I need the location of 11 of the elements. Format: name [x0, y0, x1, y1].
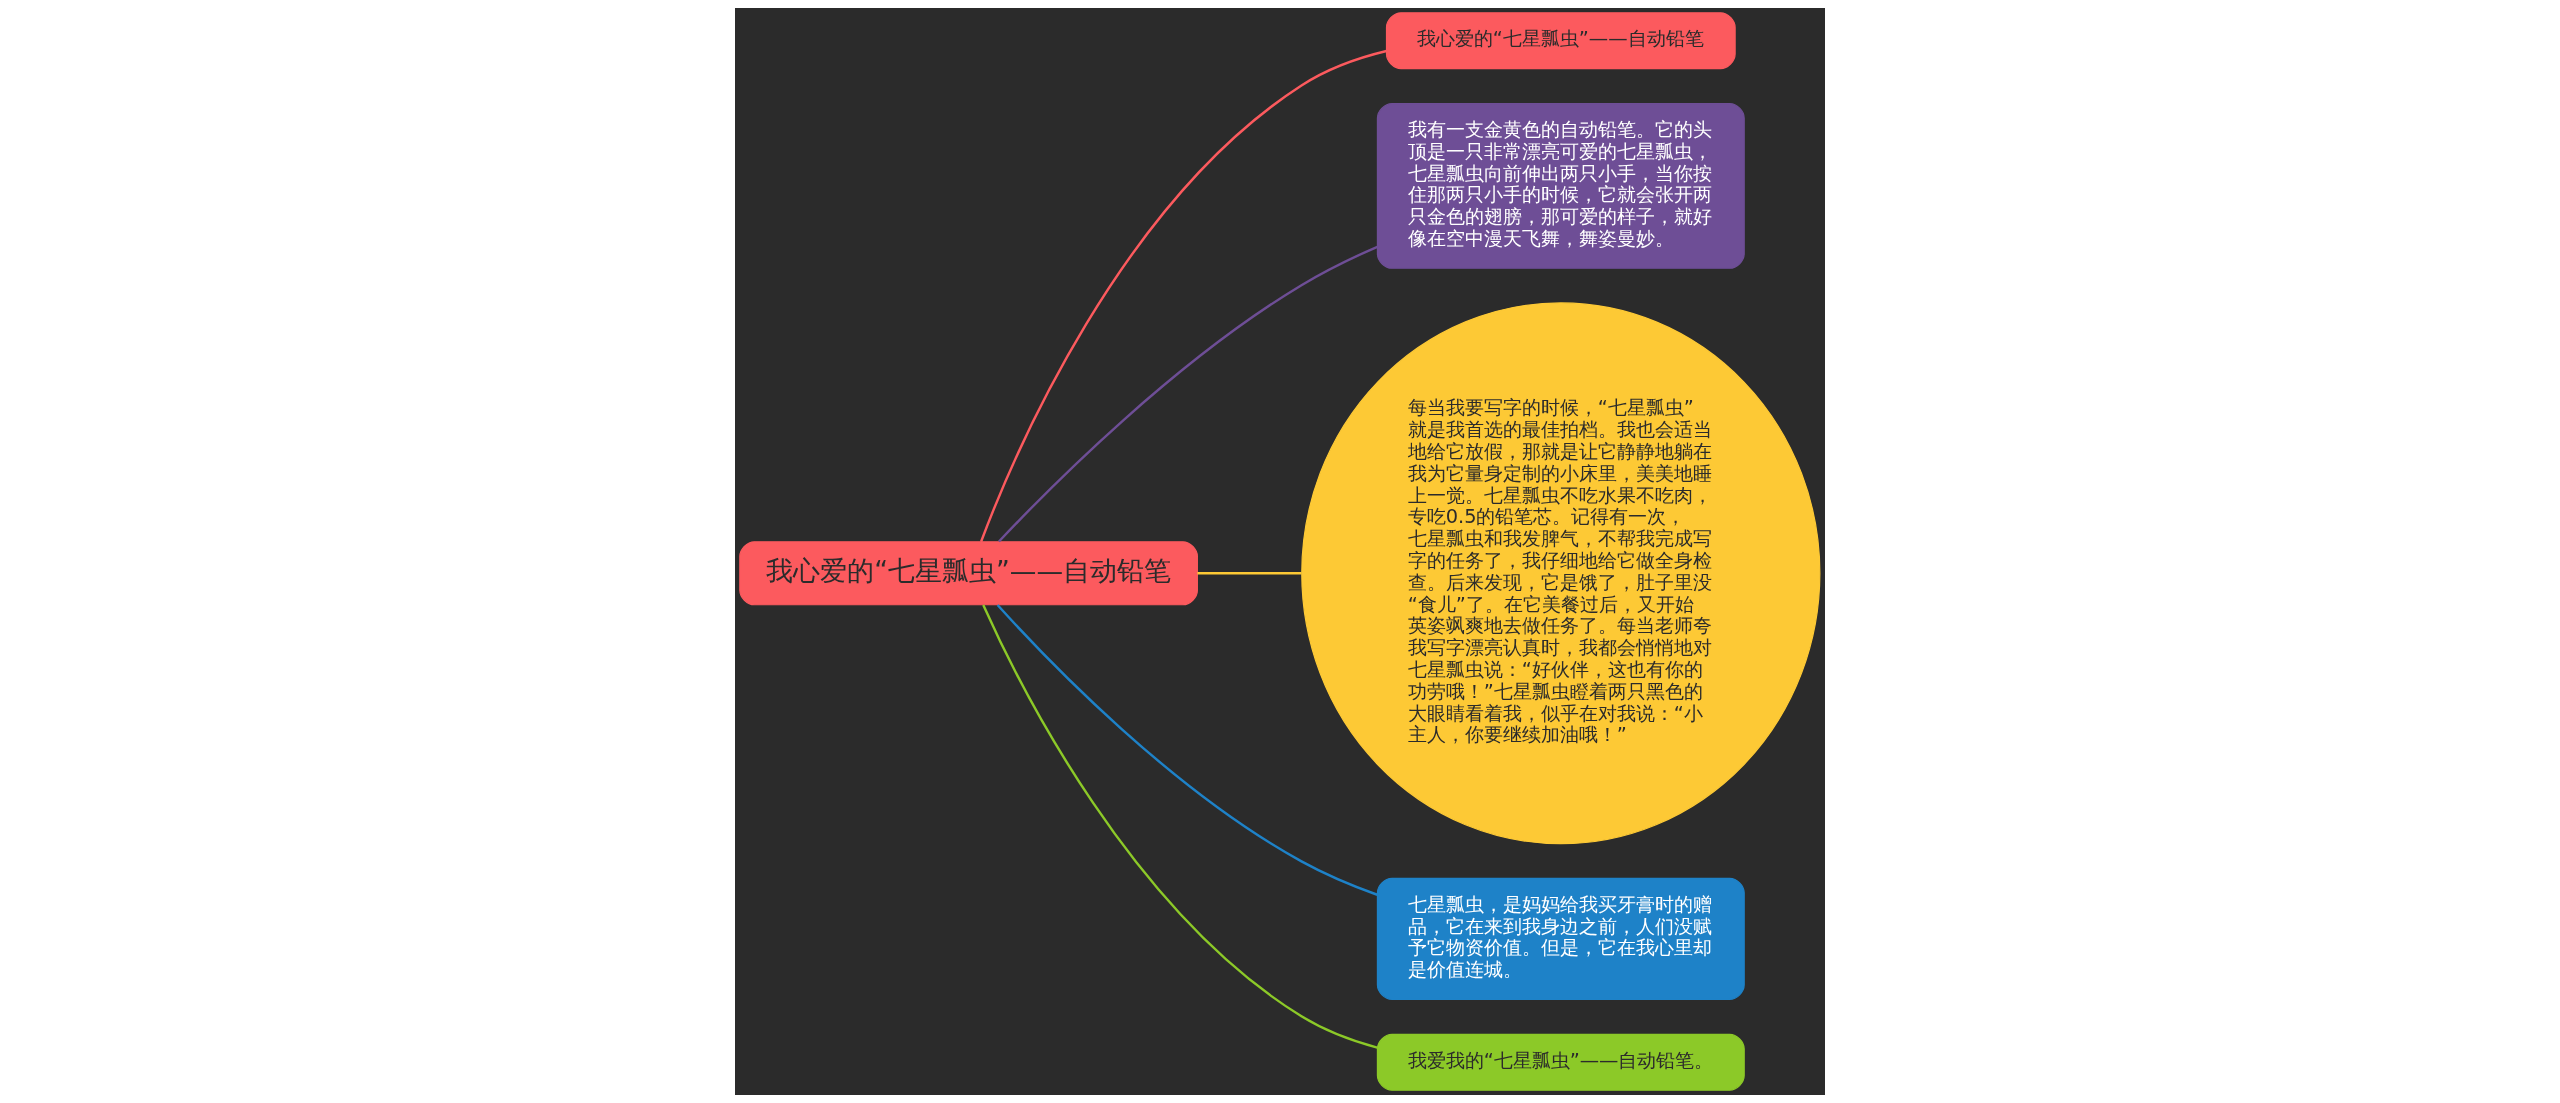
- node-circle: 每当我要写字的时候，“七星瓢虫”就是我首选的最佳拍档。我也会适当地给它放假，那就是让它静静地躺在我为它量身定制的小床里，美美地睡上一觉。七星瓢虫不吃水果不吃肉，专吃0.5的铅笔芯。记得有一次，七星瓢虫和我发脾气，不帮我完成写字的任务了，我仔细地给它做全身检查。后来发现，它是饿了，肚子里没“食儿”了。在它美餐过后，又开始英姿飒爽地去做任务了。每当老师夸我写字漂亮认真时，我都会悄悄地对七星瓢虫说：“好伙伴，这也有你的功劳哦！”七星瓢虫瞪着两只黑色的大眼睛看着我，似乎在对我说：“小主人，你要继续加油哦！”: [1301, 302, 1821, 845]
- node-box: 我心爱的“七星瓢虫”——自动铅笔: [1385, 12, 1736, 70]
- node-box: 七星瓢虫，是妈妈给我买牙膏时的赠品，它在来到我身边之前，人们没赋予它物资价值。但是，它在我心里却是价值连城。: [1376, 877, 1745, 1000]
- connector: [996, 604, 1378, 896]
- connector: [998, 245, 1378, 543]
- connector: [979, 49, 1387, 543]
- node-box: 我心爱的“七星瓢虫”——自动铅笔: [739, 541, 1198, 606]
- node-box: 我有一支金黄色的自动铅笔。它的头顶是一只非常漂亮可爱的七星瓢虫，七星瓢虫向前伸出两只小手，当你按住那两只小手的时候，它就会张开两只金色的翅膀，那可爱的样子，就好像在空中漫天飞舞，舞姿曼妙。: [1376, 103, 1745, 269]
- connector: [982, 604, 1378, 1049]
- connector: [1197, 572, 1302, 575]
- node-box: 我爱我的“七星瓢虫”——自动铅笔。: [1376, 1033, 1745, 1091]
